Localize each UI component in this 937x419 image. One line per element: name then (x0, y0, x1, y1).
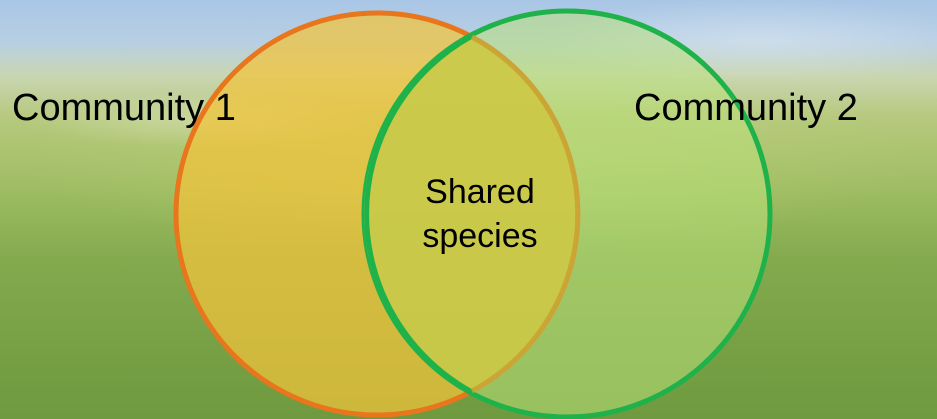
shared-species-label: Shared species (380, 170, 580, 258)
community-2-label: Community 2 (634, 87, 858, 129)
shared-region-right-arc (470, 34, 581, 394)
community-1-label: Community 1 (12, 87, 236, 129)
shared-species-text: Shared species (422, 173, 538, 255)
shared-region-left-arc (364, 33, 474, 395)
shared-species-overlap (364, 13, 578, 415)
